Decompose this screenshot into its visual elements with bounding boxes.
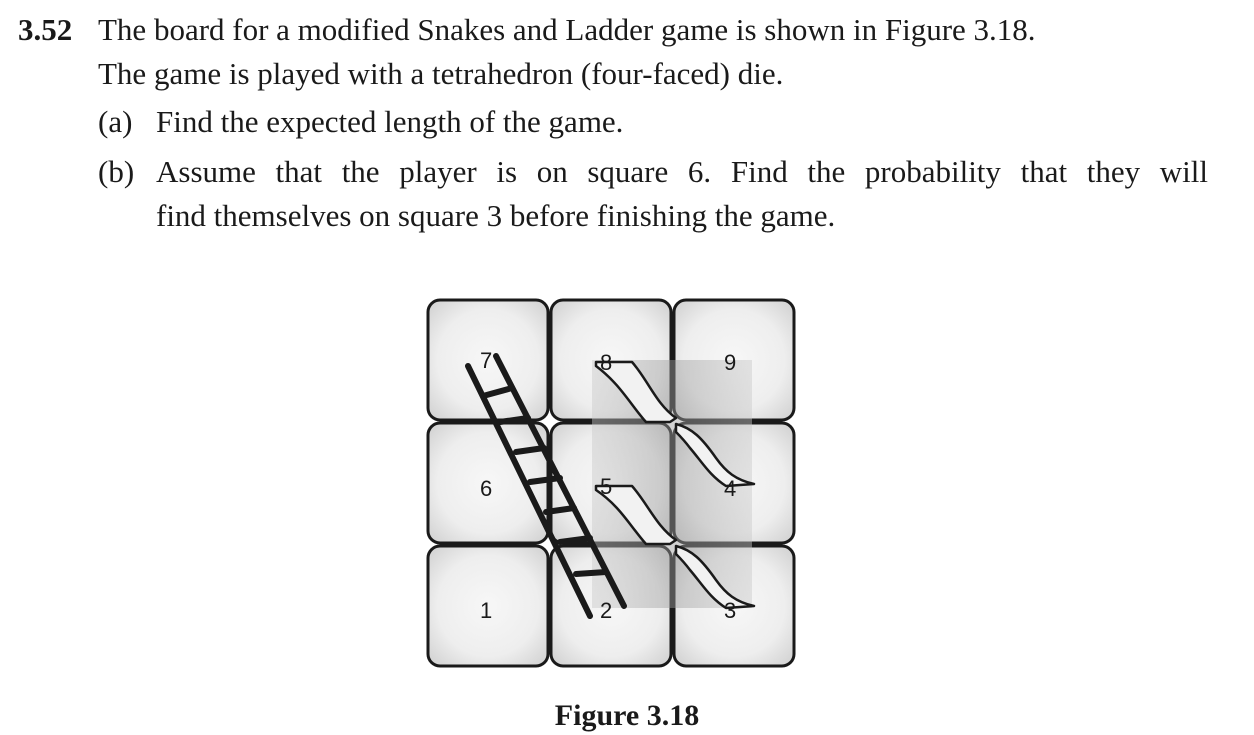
ladder-2-to-7 [465,353,627,619]
problem-line-1: 3.52 The board for a modified Snakes and … [18,8,1036,52]
part-b-text-line-1: Assume that the player is on square 6. F… [156,154,1208,189]
snakes-ladders-board: 7 8 9 6 5 4 1 2 3 [420,292,804,676]
snake-8-to-5 [594,360,678,424]
square-label-7: 7 [480,348,492,373]
problem-number: 3.52 [18,12,73,47]
square-label-5: 5 [600,474,612,499]
ladder-rung [480,385,515,399]
figure-caption: Figure 3.18 [554,699,700,732]
snake-lower-right [674,544,756,610]
part-b-label: (b) [98,154,135,189]
square-label-2: 2 [600,598,612,623]
ladder-rung [543,505,577,515]
part-b-text-line-2: find themselves on square 3 before finis… [156,198,836,233]
snakes [594,360,756,610]
ladder-rung [497,415,531,425]
square-numbers: 7 8 9 6 5 4 1 2 3 [480,348,736,623]
ladder-rail-left [465,363,593,619]
square-7 [426,298,550,422]
square-label-1: 1 [480,598,492,623]
square-label-3: 3 [724,598,736,623]
square-label-9: 9 [724,350,736,375]
ladder-rung [573,569,609,577]
square-label-6: 6 [480,476,492,501]
snake-5-to-2 [594,484,678,546]
ladder-rung [527,475,563,485]
square-1 [426,544,550,668]
part-a-label: (a) [98,104,133,139]
square-label-4: 4 [724,476,736,501]
board-figure: 7 8 9 6 5 4 1 2 3 [426,298,796,668]
part-a-text: Find the expected length of the game. [156,104,624,139]
problem-intro-line-1: The board for a modified Snakes and Ladd… [98,12,1036,47]
problem-intro-line-2: The game is played with a tetrahedron (f… [98,56,784,91]
ladder-rung [513,445,547,455]
snake-upper-right [674,422,756,488]
ladder-rung [557,535,593,545]
square-label-8: 8 [600,350,612,375]
